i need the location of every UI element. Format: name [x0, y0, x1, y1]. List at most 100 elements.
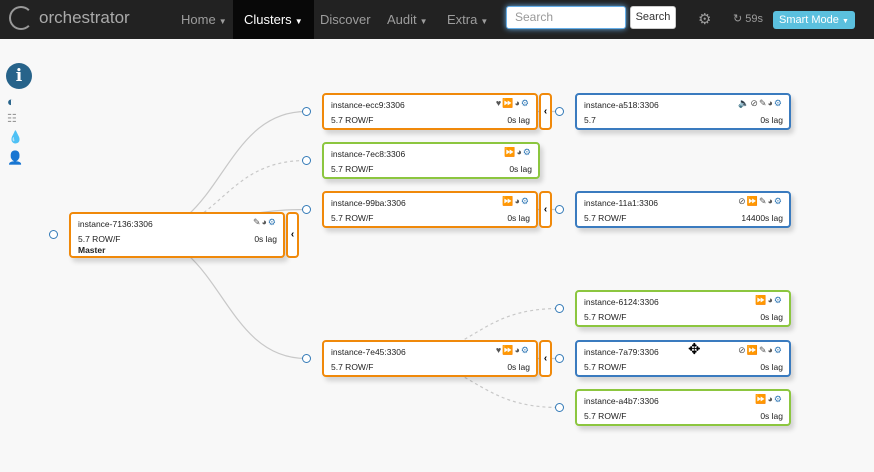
globe-icon[interactable]: ◕	[514, 98, 521, 108]
instance-title: instance-11a1:3306	[584, 198, 659, 208]
heart-icon[interactable]: ♥	[495, 98, 503, 108]
instance-lag: 0s lag	[760, 115, 783, 125]
instance-role: Master	[78, 245, 106, 255]
node-handle[interactable]	[302, 106, 311, 116]
info-icon[interactable]: i	[6, 63, 32, 89]
instance-icons: ⏩◕⚙	[755, 394, 783, 405]
gear-icon[interactable]: ⚙	[773, 98, 783, 108]
gear-icon[interactable]: ⚙	[520, 345, 530, 355]
caret-down-icon: ▼	[218, 17, 227, 26]
forward-icon[interactable]: ⏩	[502, 345, 515, 355]
globe-icon[interactable]: ◕	[514, 196, 521, 206]
ban-icon[interactable]: ⊘	[738, 196, 747, 206]
contrast-icon[interactable]: ◐	[7, 94, 15, 109]
globe-icon[interactable]: ◕	[261, 217, 268, 227]
collapse-replicas-button[interactable]: ‹	[539, 191, 552, 228]
forward-icon[interactable]: ⏩	[504, 147, 517, 157]
gear-icon[interactable]: ⚙	[773, 345, 783, 355]
refresh-countdown[interactable]: ↻ 59s	[733, 13, 764, 25]
instance-title: instance-7136:3306	[78, 219, 153, 229]
drop-icon[interactable]: 💧	[8, 130, 23, 144]
globe-icon[interactable]: ◕	[767, 295, 774, 305]
forward-icon[interactable]: ⏩	[755, 394, 768, 404]
gear-icon[interactable]: ⚙	[522, 147, 532, 157]
nav-audit[interactable]: Audit▼	[387, 12, 428, 27]
globe-icon[interactable]: ◕	[767, 394, 774, 404]
nav-extra[interactable]: Extra▼	[447, 12, 489, 27]
caret-down-icon: ▼	[841, 18, 849, 25]
nav-discover[interactable]: Discover	[320, 12, 371, 27]
node-handle[interactable]	[555, 106, 564, 116]
node-handle[interactable]	[302, 204, 311, 214]
smart-mode-dropdown[interactable]: Smart Mode ▼	[773, 11, 855, 29]
instance-icons: ✎◕⚙	[253, 217, 277, 228]
ban-icon[interactable]: ⊘	[738, 345, 747, 355]
pencil-icon[interactable]: ✎	[758, 98, 768, 108]
globe-icon[interactable]: ◕	[767, 345, 774, 355]
node-handle[interactable]	[555, 303, 564, 313]
instance-title: instance-ecc9:3306	[331, 100, 405, 110]
settings-gear-icon[interactable]: ⚙	[698, 11, 712, 28]
node-handle[interactable]	[49, 230, 58, 239]
gear-icon[interactable]: ⚙	[773, 295, 783, 305]
gear-icon[interactable]: ⚙	[520, 196, 530, 206]
instance-lag: 0s lag	[507, 362, 530, 372]
gear-icon[interactable]: ⚙	[773, 394, 783, 404]
instance-lag: 0s lag	[507, 213, 530, 223]
instance-version: 5.7 ROW/F	[584, 411, 627, 421]
move-cursor-icon: ✥	[688, 341, 701, 358]
ban-icon[interactable]: ⊘	[750, 98, 759, 108]
collapse-replicas-button[interactable]: ‹	[286, 212, 299, 258]
link-7e45-a4b7	[389, 357, 560, 409]
pencil-icon[interactable]: ✎	[252, 217, 262, 227]
forward-icon[interactable]: ⏩	[746, 196, 759, 206]
globe-icon[interactable]: ◕	[514, 345, 521, 355]
gear-icon[interactable]: ⚙	[773, 196, 783, 206]
node-handle[interactable]	[302, 353, 311, 363]
instance-version: 5.7 ROW/F	[331, 115, 374, 125]
heart-icon[interactable]: ♥	[495, 345, 503, 355]
list-icon[interactable]: ☷	[7, 113, 17, 125]
collapse-replicas-button[interactable]: ‹	[539, 93, 552, 130]
instance-icons: ♥⏩◕⚙	[496, 98, 530, 109]
gear-icon[interactable]: ⚙	[267, 217, 277, 227]
brand-logo[interactable]: orchestrator	[9, 6, 130, 30]
node-handle[interactable]	[555, 204, 564, 214]
instance-version: 5.7 ROW/F	[331, 362, 374, 372]
globe-icon[interactable]: ◕	[767, 98, 774, 108]
nav-home[interactable]: Home▼	[181, 12, 227, 27]
gear-icon[interactable]: ⚙	[520, 98, 530, 108]
instance-lag: 14400s lag	[741, 213, 783, 223]
nav-clusters[interactable]: Clusters▼	[233, 0, 314, 39]
forward-icon[interactable]: ⏩	[502, 98, 515, 108]
instance-icons: ⏩◕⚙	[504, 147, 532, 158]
forward-icon[interactable]: ⏩	[746, 345, 759, 355]
node-handle[interactable]	[302, 155, 311, 165]
instance-lag: 0s lag	[509, 164, 532, 174]
globe-icon[interactable]: ◕	[516, 147, 523, 157]
collapse-replicas-button[interactable]: ‹	[539, 340, 552, 377]
search-button[interactable]: Search	[630, 6, 676, 29]
search-input[interactable]: Search	[506, 6, 626, 29]
pencil-icon[interactable]: ✎	[758, 196, 768, 206]
node-handle[interactable]	[555, 402, 564, 412]
mute-icon[interactable]: 🔈	[738, 98, 751, 108]
user-icon[interactable]: 👤	[7, 150, 24, 165]
instance-title: instance-99ba:3306	[331, 198, 406, 208]
navbar: orchestrator Home▼ Clusters▼ Discover Au…	[0, 0, 874, 39]
pencil-icon[interactable]: ✎	[758, 345, 768, 355]
node-handle[interactable]	[555, 353, 564, 363]
forward-icon[interactable]: ⏩	[502, 196, 515, 206]
forward-icon[interactable]: ⏩	[755, 295, 768, 305]
globe-icon[interactable]: ◕	[767, 196, 774, 206]
